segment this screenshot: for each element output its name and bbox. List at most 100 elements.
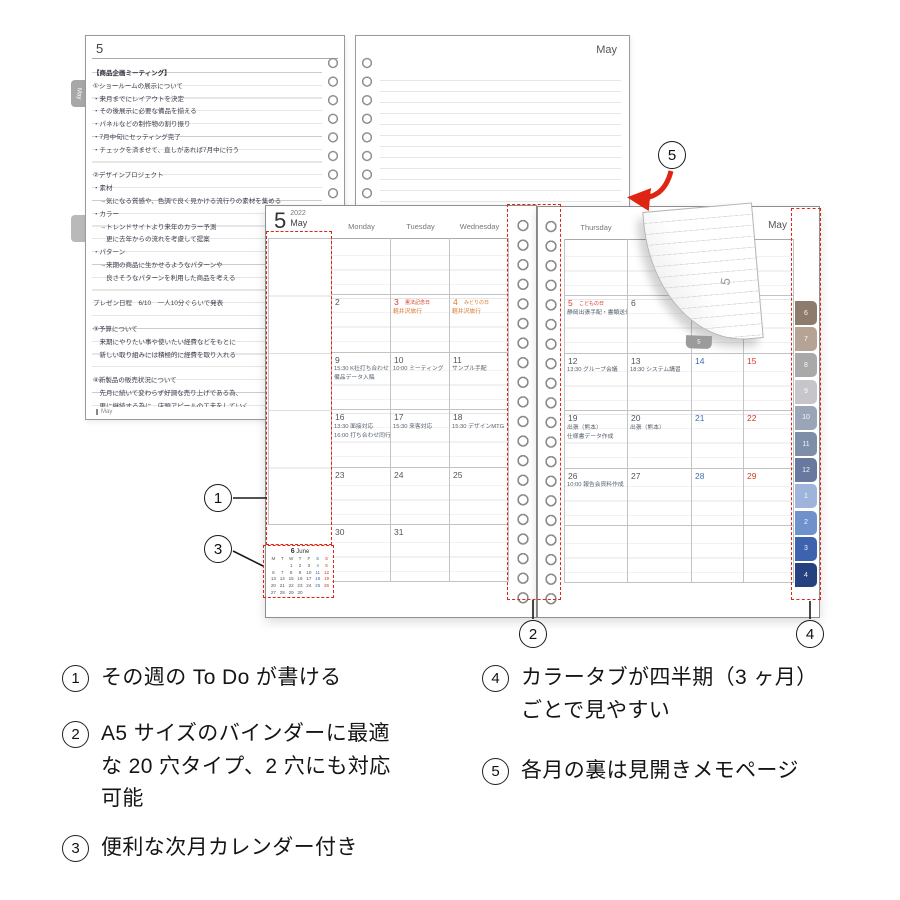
calendar-day-cell (564, 239, 628, 297)
day-number: 27 (631, 470, 641, 481)
month-tab-6: 6 (795, 301, 817, 325)
memo-note-line: 【商品企画ミーティング】 (93, 70, 171, 77)
weekday-header: Monday (348, 222, 375, 231)
memo-notes: 【商品企画ミーティング】①ショールームの展示について・来月までにレイアウトを決定… (93, 68, 342, 407)
mini-cal-date: 13 (270, 576, 276, 582)
day-number: 11 (453, 354, 462, 365)
mini-cal-date: 6 (272, 569, 275, 575)
calendar-day-cell: 22 (744, 411, 794, 469)
holiday-label: みどりの日 (464, 300, 490, 307)
calendar-day-cell: 21 (692, 411, 744, 469)
mini-cal-date: 7 (280, 569, 284, 575)
weekday-header: Thursday (580, 223, 612, 232)
calendar-day-cell (692, 526, 744, 584)
day-number: 23 (335, 469, 345, 480)
mini-cal-day-letter: T (298, 556, 302, 561)
month-tab-1: 1 (795, 484, 817, 509)
handwritten-entry: 13:30 面接対応 (334, 423, 374, 430)
legend-text-4: カラータブが四半期（3 ヶ月） ごとで見やすい (521, 666, 818, 722)
legend-item-1: 1 その週の To Do が書ける (62, 662, 342, 695)
mini-cal-date (322, 590, 331, 597)
legend-num-2: 2 (62, 721, 89, 748)
calendar-day-cell: 25 (450, 467, 509, 525)
callout-1: 1 (204, 484, 232, 512)
memo-note-line (93, 158, 342, 171)
handwritten-entry: 仕様書データ作成 (567, 433, 614, 440)
mini-cal-date: 22 (288, 583, 294, 589)
legend-item-5: 5 各月の裏は見開きメモページ (482, 755, 799, 788)
calendar-day-cell: 27 (628, 468, 692, 526)
todo-column (268, 238, 332, 525)
handwritten-entry: 10:00 報告会資料作成 (567, 482, 624, 489)
mini-cal-date (269, 563, 278, 570)
memo-note-line: 先月に続いて変わらず好調な売り上げである為、 (93, 389, 243, 397)
mini-cal-date: 12 (324, 569, 330, 575)
calendar-day-cell: 14 (692, 353, 744, 412)
calendar-day-cell: 30 (332, 525, 391, 583)
day-number: 22 (747, 413, 757, 424)
handwritten-entry: 10:00 ミーティング (393, 366, 444, 373)
calendar-year: 2022 (290, 210, 306, 217)
mini-cal-day-letter: W (288, 556, 294, 561)
calendar-month-number: 5 (274, 208, 287, 233)
handwritten-entry: 13:30 グループ会議 (567, 367, 618, 374)
day-number: 4 (453, 297, 458, 308)
mini-cal-date: 4 (316, 562, 319, 568)
legend-text-1: その週の To Do が書ける (101, 666, 342, 689)
mini-cal-date: 8 (289, 569, 293, 575)
memo-page-number: 5 (96, 41, 104, 56)
day-number: 13 (631, 355, 641, 366)
day-number: 25 (453, 469, 463, 480)
handwritten-entry: 15:30 K社打ち合わせ (334, 366, 389, 373)
memo-note-line: ④新製品の販売状況について (93, 377, 177, 385)
weekday-header: Wednesday (459, 222, 500, 231)
mini-cal-date: 2 (298, 562, 302, 568)
mini-cal-date: 15 (288, 576, 294, 582)
mini-cal-date: 14 (279, 576, 285, 582)
memo-note-line: 良さそうなパターンを利用した商品を考える (93, 274, 236, 282)
day-number: 31 (394, 527, 404, 537)
binder-holes-20 (541, 217, 561, 607)
mini-cal-title: 6 June (269, 548, 331, 555)
memo-note-line: →来期の商品に生かせるようなパターンや (93, 261, 223, 269)
mini-cal-date: 28 (279, 589, 285, 595)
handwritten-entry: 出張（熊本） (567, 424, 602, 431)
mini-cal-date: 21 (279, 583, 285, 589)
legend-item-4: 4 カラータブが四半期（3 ヶ月） ごとで見やすい (482, 662, 818, 727)
mini-cal-date: 17 (306, 576, 312, 582)
mini-cal-day-letter: F (307, 556, 311, 561)
curl-sheet (642, 202, 764, 348)
day-number: 15 (747, 355, 757, 366)
mini-cal-date (313, 590, 322, 597)
day-number: 2 (335, 297, 340, 308)
handwritten-entry: 16:00 打ち合わせ同行 (334, 432, 391, 439)
day-number: 5 (568, 298, 573, 309)
callout-2: 2 (519, 620, 547, 648)
day-number: 28 (695, 470, 705, 481)
binder-holes-20 (513, 216, 533, 607)
mini-cal-date: 25 (315, 583, 321, 589)
day-number: 16 (335, 412, 345, 423)
month-tab-9: 9 (795, 379, 817, 404)
holiday-label: 憲法記念日 (405, 300, 431, 307)
calendar-day-cell (391, 238, 450, 296)
mini-cal-month-name: June (296, 549, 310, 555)
weekday-header: Tuesday (406, 222, 435, 231)
memo-note-line: ・カラー (93, 210, 119, 218)
calendar-month-name: May (290, 218, 308, 229)
calendar-day-cell (450, 238, 509, 296)
handwritten-entry: 静岡出張手配・書類送付 (567, 309, 628, 316)
day-number: 21 (695, 413, 705, 424)
handwritten-entry: 15:30 来客対応 (393, 423, 433, 430)
day-number: 6 (631, 298, 636, 309)
day-number: 19 (568, 413, 578, 424)
